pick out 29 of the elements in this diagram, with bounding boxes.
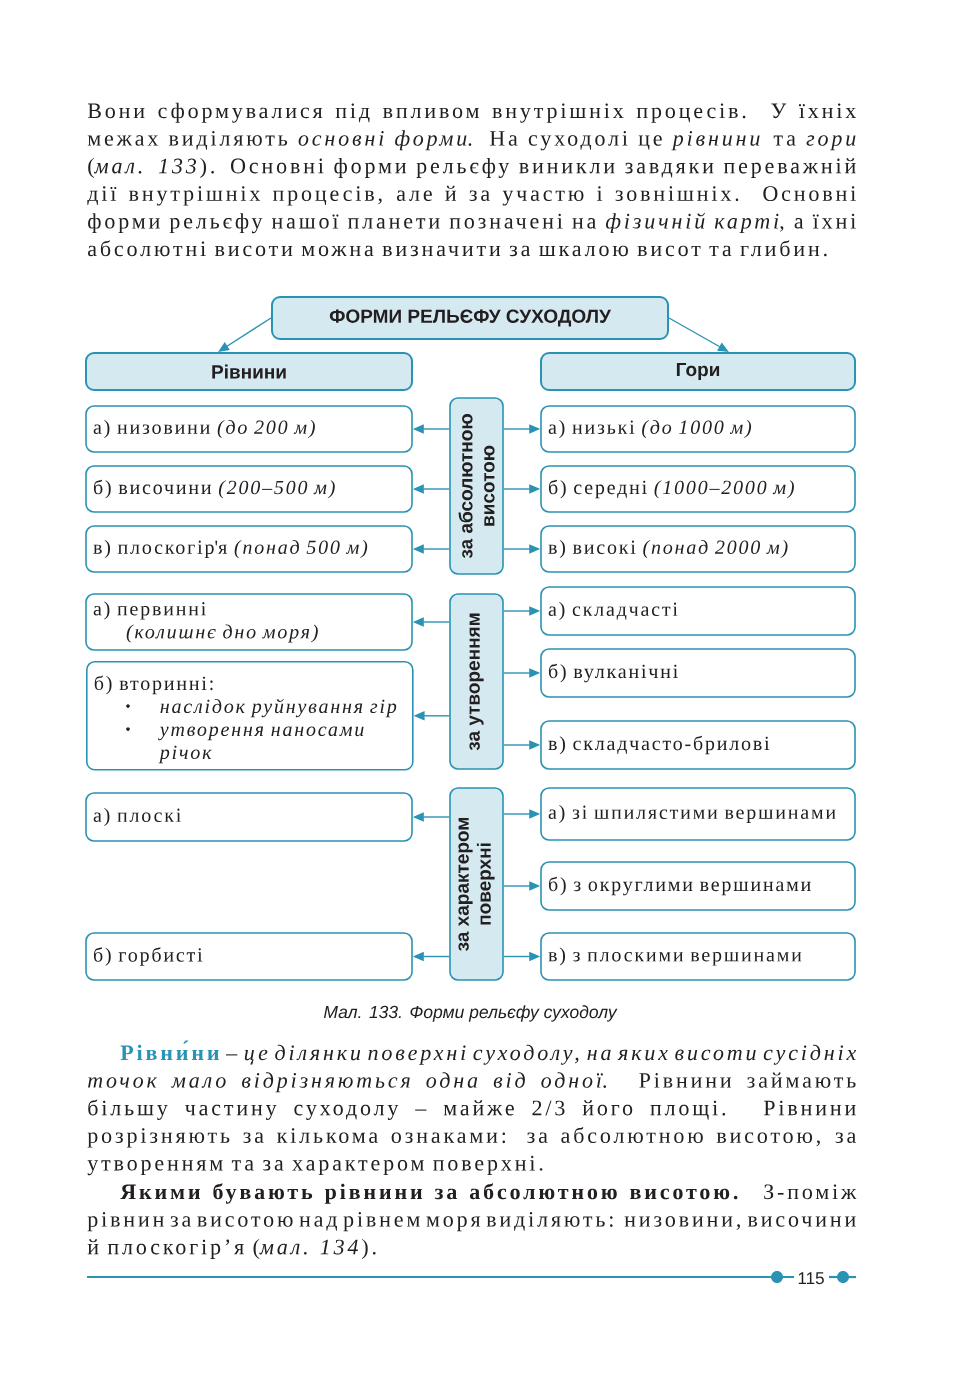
heading-box: ФОРМИ РЕЛЬЄФУ СУХОДОЛУ [271, 296, 669, 340]
text-box: б) середні (1000–2000 м) [540, 465, 856, 513]
text-box: б) височини (200–500 м) [85, 465, 413, 513]
paragraph: Рівни́ни – це ділянки поверхні суходолу, на яких висоти сусідніх точок мало відрізняються одна від одної. Рівнини займають більшу частину суходолу – майже 2/3 його площі. Рівнини розрізняють за кількома ознаками: за абсолютною висотою, за утворенням та за характером поверхні. [87, 1040, 857, 1176]
category-box: Гори [540, 352, 856, 391]
category-box: Рівнини [85, 352, 413, 391]
text-box: б) з округлими вершинами [540, 861, 856, 911]
arrow [218, 317, 272, 352]
paragraph: Вони сформувалися під впливом внутрішніх процесів. У їхніх межах виділяють основні форми. На суходолі це рівнини та гори (мал. 133). Основні форми рельєфу виникли завдяки переважній дії внутрішніх процесів, але й за участю і зовнішніх. Основні форми рельєфу нашої планети позначені на фізичній карті, а їхні абсолютні висоти можна визначити за шкалою висот та глибин. [87, 102, 856, 257]
text-box: а) плоскі [85, 792, 413, 842]
text-box: в) складчасто-брилові [540, 720, 856, 770]
text-box: в) плоскогір'я (понад 500 м) [85, 525, 413, 573]
text-box: в) високі (понад 2000 м) [540, 525, 856, 573]
vertical-label-box: за абсолютною висотою [449, 397, 504, 575]
vertical-label-box: за утворенням [449, 593, 504, 770]
page-number: 115 [798, 1272, 824, 1285]
vertical-label-box: за характером поверхні [449, 787, 504, 981]
text-box: а) низовини (до 200 м) [85, 405, 413, 453]
text-box: а) складчасті [540, 586, 856, 636]
text-box: б) горбисті [85, 932, 413, 981]
text-box: б) вторинні: наслідок руйнування гір утворення наносами річок [86, 661, 414, 771]
arrow [668, 317, 729, 352]
text-box: а) низькі (до 1000 м) [540, 405, 856, 453]
text-box: а) первинні (колишнє дно моря) [85, 593, 413, 651]
text-box: б) вулканічні [540, 648, 856, 698]
text-box: в) з плоскими вершинами [540, 932, 856, 981]
caption: Мал. 133. Форми рельєфу суходолу [323, 1005, 618, 1022]
text-box: а) зі шпилястими вершинами [540, 787, 856, 841]
paragraph: Якими бувають рівнини за абсолютною висотою. З-поміж рівнин за висотою над рівнем моря виділяють: низовини, височини й плоскогір’я (мал. 134). [87, 1183, 857, 1259]
